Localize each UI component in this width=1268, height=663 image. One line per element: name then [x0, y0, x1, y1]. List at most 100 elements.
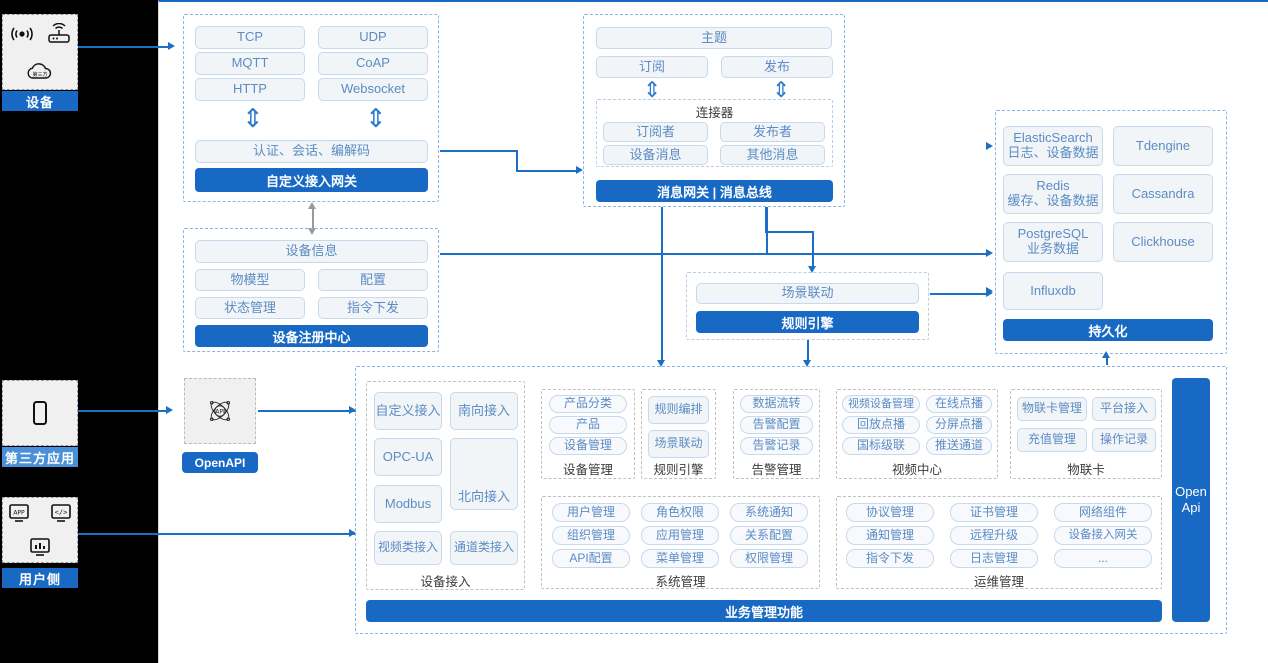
device-access-opcua[interactable]: OPC-UA [374, 438, 442, 476]
protocol-websocket[interactable]: Websocket [318, 78, 428, 101]
ops-more[interactable]: ... [1054, 549, 1152, 568]
persistence-influxdb[interactable]: Influxdb [1003, 272, 1103, 310]
message-publish[interactable]: 发布 [721, 56, 833, 78]
alarm-config[interactable]: 告警配置 [740, 416, 813, 434]
video-online-play[interactable]: 在线点播 [926, 395, 992, 413]
sys-menu-management[interactable]: 菜单管理 [641, 549, 719, 568]
ops-protocol-management[interactable]: 协议管理 [846, 503, 934, 522]
rule-engine-scene-linkage[interactable]: 场景联动 [648, 430, 709, 458]
video-push-channel[interactable]: 推送通道 [926, 437, 992, 455]
device-access-channel[interactable]: 通道类接入 [450, 531, 518, 565]
device-management-caption: 设备管理 [562, 463, 613, 477]
connector-other-message[interactable]: 其他消息 [720, 145, 825, 165]
sys-app-management[interactable]: 应用管理 [641, 526, 719, 545]
connector-device-message[interactable]: 设备消息 [603, 145, 708, 165]
ops-log-management[interactable]: 日志管理 [950, 549, 1038, 568]
registry-device-info[interactable]: 设备信息 [195, 240, 428, 263]
persistence-tdengine[interactable]: Tdengine [1113, 126, 1213, 166]
connector-bus-to-persist-v [766, 207, 768, 254]
business-rule-engine-caption: 规则引擎 [653, 463, 704, 477]
ops-device-access-gateway[interactable]: 设备接入网关 [1054, 526, 1152, 545]
persistence-clickhouse[interactable]: Clickhouse [1113, 222, 1213, 262]
video-center-caption: 视频中心 [891, 463, 942, 477]
rule-engine-scene[interactable]: 场景联动 [696, 283, 919, 304]
persistence-cassandra[interactable]: Cassandra [1113, 174, 1213, 214]
rule-engine-bar[interactable]: 规则引擎 [696, 311, 919, 333]
device-access-modbus[interactable]: Modbus [374, 485, 442, 523]
device-access-custom[interactable]: 自定义接入 [374, 392, 442, 430]
ops-notification-management[interactable]: 通知管理 [846, 526, 934, 545]
connector-subscriber[interactable]: 订阅者 [603, 122, 708, 142]
bidirectional-arrow-publish-icon: ⇕ [772, 78, 791, 103]
arrow-openapi-to-business [349, 405, 356, 414]
connector-thirdparty-to-openapi [78, 410, 168, 412]
device-access-northbound[interactable]: 北向接入 [450, 438, 518, 510]
video-gb-cascade[interactable]: 国标级联 [842, 437, 920, 455]
sys-user-management[interactable]: 用户管理 [552, 503, 630, 522]
registry-bar[interactable]: 设备注册中心 [195, 325, 428, 347]
rule-engine-group [686, 272, 929, 340]
rule-engine-orchestration[interactable]: 规则编排 [648, 396, 709, 424]
sys-org-management[interactable]: 组织管理 [552, 526, 630, 545]
business-management-bar[interactable]: 业务管理功能 [366, 600, 1162, 622]
open-api-side-bar[interactable]: Open Api [1172, 378, 1210, 622]
alarm-records[interactable]: 告警记录 [740, 437, 813, 455]
user-side-actor-label: 用户侧 [2, 568, 78, 588]
iot-recharge-management[interactable]: 充值管理 [1017, 428, 1087, 452]
registry-status-management[interactable]: 状态管理 [195, 297, 305, 319]
sys-permission-management[interactable]: 权限管理 [730, 549, 808, 568]
device-mgmt-product[interactable]: 产品 [549, 416, 627, 434]
sys-role-permission[interactable]: 角色权限 [641, 503, 719, 522]
registry-command-dispatch[interactable]: 指令下发 [318, 297, 428, 319]
registry-thing-model[interactable]: 物模型 [195, 269, 305, 291]
protocol-mqtt[interactable]: MQTT [195, 52, 305, 75]
ops-remote-upgrade[interactable]: 远程升级 [950, 526, 1038, 545]
iot-operation-records[interactable]: 操作记录 [1092, 428, 1156, 452]
protocol-coap[interactable]: CoAP [318, 52, 428, 75]
connector-gateway-registry [312, 206, 314, 230]
persistence-bar[interactable]: 持久化 [1003, 319, 1213, 341]
connector-gateway-to-bus-seg3 [516, 170, 578, 172]
protocol-tcp[interactable]: TCP [195, 26, 305, 49]
sys-api-config[interactable]: API配置 [552, 549, 630, 568]
openapi-label-bar[interactable]: OpenAPI [182, 452, 258, 473]
third-party-app-actor-icons [2, 380, 78, 446]
connector-bus-to-rule-h [765, 231, 813, 233]
message-topic[interactable]: 主题 [596, 27, 832, 49]
device-mgmt-device-management[interactable]: 设备管理 [549, 437, 627, 455]
protocol-udp[interactable]: UDP [318, 26, 428, 49]
gateway-bar[interactable]: 自定义接入网关 [195, 168, 428, 192]
gateway-middle-box[interactable]: 认证、会话、编解码 [195, 140, 428, 163]
iot-card-management[interactable]: 物联卡管理 [1017, 397, 1087, 421]
device-access-video[interactable]: 视频类接入 [374, 531, 442, 565]
ops-network-component[interactable]: 网络组件 [1054, 503, 1152, 522]
connector-gateway-to-bus-seg1 [440, 150, 517, 152]
protocol-http[interactable]: HTTP [195, 78, 305, 101]
arrow-up-gateway [308, 202, 316, 209]
device-actor-label: 设备 [2, 91, 78, 111]
video-device-management[interactable]: 视频设备管理 [842, 395, 920, 413]
sys-relation-config[interactable]: 关系配置 [730, 526, 808, 545]
message-subscribe[interactable]: 订阅 [596, 56, 708, 78]
alarm-data-flow[interactable]: 数据流转 [740, 395, 813, 413]
connector-publisher[interactable]: 发布者 [720, 122, 825, 142]
svg-text:</>: </> [55, 509, 68, 517]
device-mgmt-product-category[interactable]: 产品分类 [549, 395, 627, 413]
registry-config[interactable]: 配置 [318, 269, 428, 291]
iot-platform-access[interactable]: 平台接入 [1092, 397, 1156, 421]
ops-command-dispatch[interactable]: 指令下发 [846, 549, 934, 568]
device-access-southbound[interactable]: 南向接入 [450, 392, 518, 430]
sys-notification[interactable]: 系统通知 [730, 503, 808, 522]
svg-text:API: API [215, 408, 225, 415]
video-playback[interactable]: 回放点播 [842, 416, 920, 434]
arrow-bus-to-rule [808, 266, 816, 273]
connector-openapi-to-business [258, 410, 356, 412]
message-bus-bar[interactable]: 消息网关 | 消息总线 [596, 180, 833, 202]
device-actor-icons: 第三方 [2, 14, 78, 90]
ops-certificate-management[interactable]: 证书管理 [950, 503, 1038, 522]
video-split-screen[interactable]: 分屏点播 [926, 416, 992, 434]
